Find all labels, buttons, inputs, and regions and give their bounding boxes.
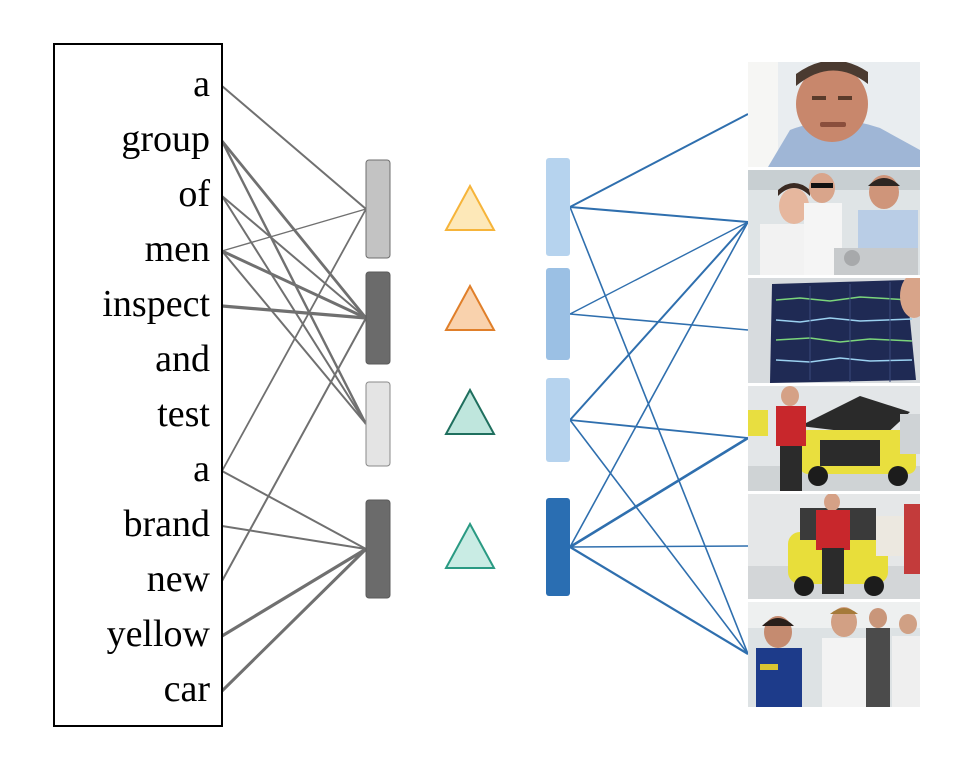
word-3: men [145, 228, 210, 270]
video-edge-0 [569, 113, 749, 208]
text-edge-8 [221, 304, 367, 320]
triangle-icon-orange [444, 283, 496, 331]
video-edge-5 [569, 221, 749, 421]
text-edge-6 [221, 249, 367, 320]
yellow-car-hood-photo [748, 386, 920, 491]
text-edge-3 [221, 195, 367, 319]
word-11: car [164, 668, 211, 710]
text-group-node-1 [365, 159, 391, 259]
sentence-words: a group of men inspect and test a brand … [102, 63, 210, 710]
video-group-node-4 [546, 498, 570, 596]
video-edge-3 [569, 221, 749, 315]
text-edge-4 [221, 195, 367, 425]
triangle-icon-teal [444, 521, 496, 569]
video-edge-6 [569, 419, 749, 439]
word-8: brand [123, 503, 210, 545]
video-edge-2 [569, 206, 749, 655]
text-edge-2 [220, 140, 368, 425]
triangle-icon-yellow [444, 183, 496, 231]
video-group-node-1 [546, 158, 570, 256]
text-group-node-2 [365, 271, 391, 365]
word-10: yellow [107, 613, 211, 655]
text-group-node-4 [365, 499, 391, 599]
text-edge-10 [221, 470, 367, 550]
word-2: of [178, 173, 210, 215]
text-edge-13 [221, 547, 367, 638]
text-edge-9 [221, 208, 367, 472]
sentence-box [53, 43, 223, 727]
monitor-screen-photo [748, 278, 920, 383]
video-edge-10 [569, 545, 749, 548]
video-edge-1 [569, 206, 749, 223]
text-edge-12 [221, 317, 367, 582]
word-4: inspect [102, 283, 210, 325]
word-1: group [121, 118, 210, 160]
text-group-nodes [365, 159, 391, 599]
video-group-nodes [546, 158, 570, 596]
text-edge-14 [220, 547, 368, 693]
word-6: test [157, 393, 210, 435]
triangle-icon-dark-teal [444, 387, 496, 435]
video-edge-11 [569, 546, 749, 655]
video-edge-9 [569, 436, 749, 549]
yellow-car-front-photo [748, 494, 920, 599]
word-7: a [193, 448, 210, 490]
text-edge-11 [221, 525, 367, 550]
alignment-triangles [444, 183, 496, 569]
word-5: and [155, 338, 210, 380]
word-0: a [193, 63, 210, 105]
video-group-node-2 [546, 268, 570, 360]
text-edge-0 [221, 85, 367, 210]
video-group-node-3 [546, 378, 570, 462]
video-edge-8 [569, 221, 749, 548]
group-inspecting-photo [748, 170, 920, 275]
video-frames [748, 62, 920, 707]
text-edges [220, 85, 368, 693]
man-closeup-photo [748, 62, 920, 167]
text-edge-5 [221, 208, 367, 252]
text-edge-7 [221, 250, 367, 425]
video-edge-7 [569, 419, 749, 655]
video-edges [569, 113, 749, 655]
text-group-node-3 [365, 381, 391, 467]
word-9: new [147, 558, 211, 600]
men-talking-photo [748, 602, 920, 707]
